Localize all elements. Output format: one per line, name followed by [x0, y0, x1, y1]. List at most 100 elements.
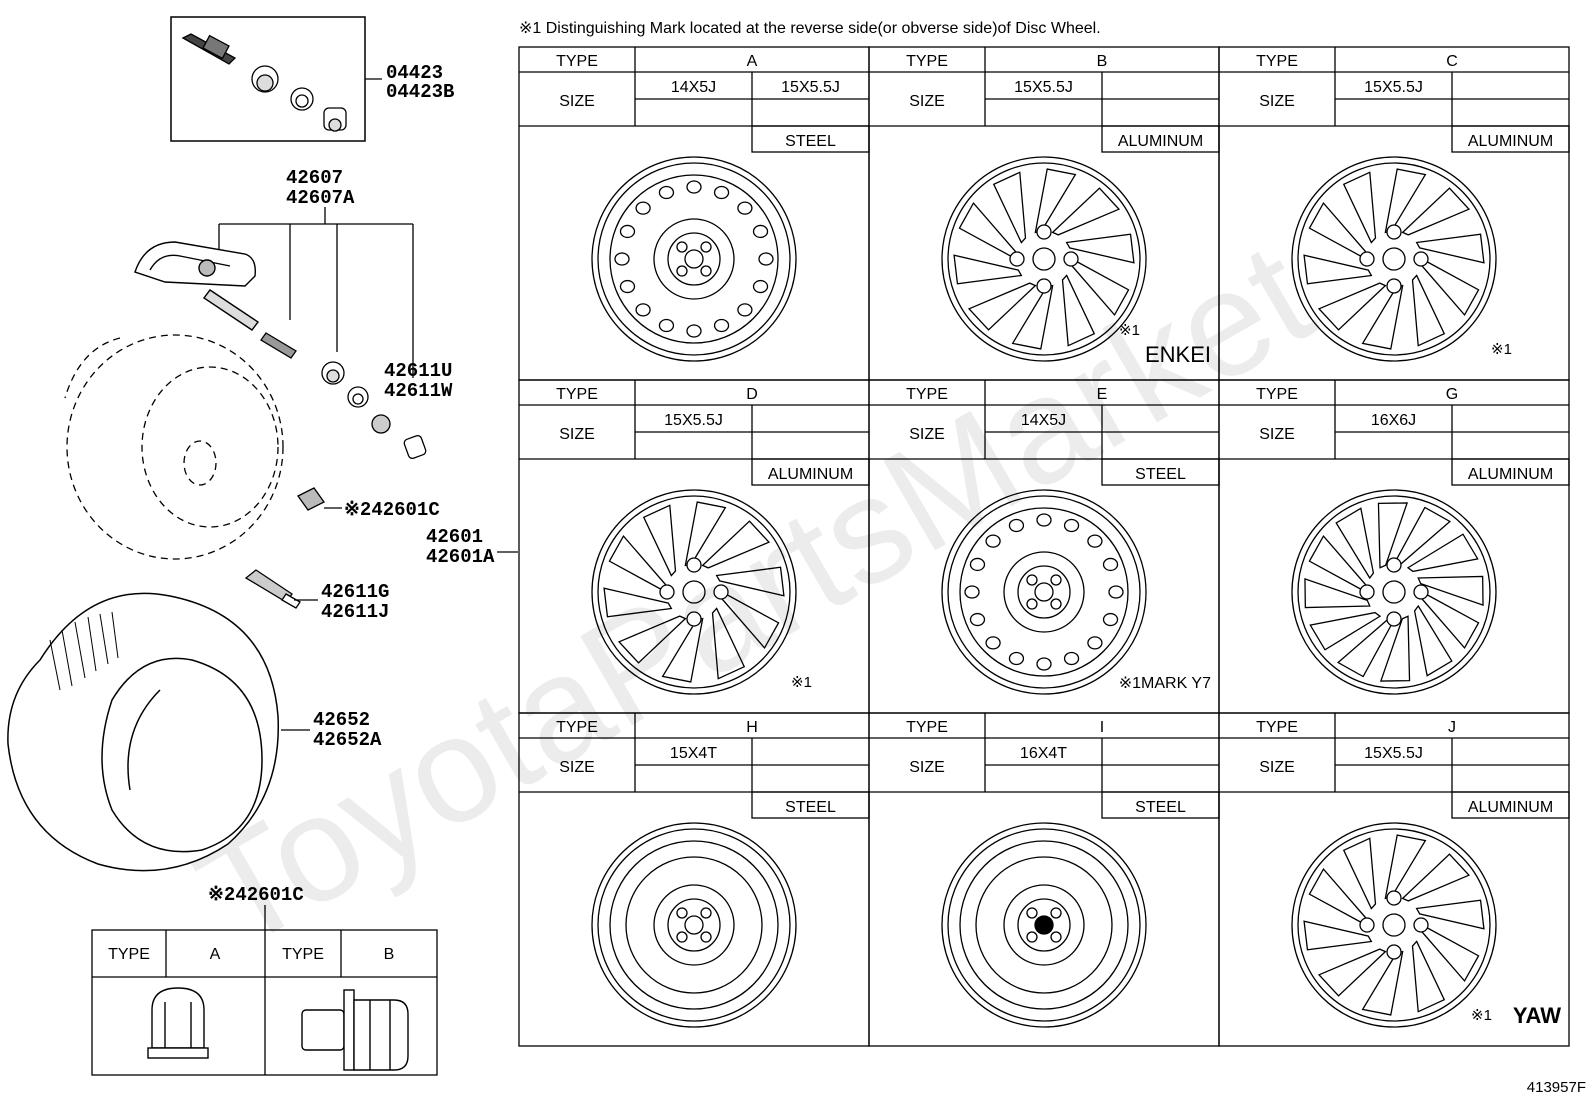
- wheel-alloy6-icon: [1291, 489, 1497, 695]
- valve-parts-icon: [260, 332, 427, 459]
- nut-type-b-icon: [301, 989, 409, 1071]
- wheel-size: 15X5.5J: [664, 412, 723, 429]
- wheel-type: I: [1100, 719, 1104, 736]
- tpms-sensor-icon: [134, 241, 260, 331]
- part-number-42652a[interactable]: 42652A: [313, 729, 382, 751]
- wheel-size: 15X5.5J: [1364, 79, 1423, 96]
- distinguishing-mark: YAW: [1513, 1003, 1561, 1028]
- valve-core-icon: [181, 33, 347, 132]
- wheel-material: ALUMINUM: [1468, 799, 1553, 816]
- size-label: SIZE: [1259, 759, 1295, 776]
- wheel-steel-icon: [941, 489, 1147, 695]
- type-label: TYPE: [906, 386, 948, 403]
- wheel-size: 15X5.5J: [1364, 745, 1423, 762]
- nut-table-type-b: B: [384, 946, 395, 963]
- wheel-size: 15X5.5J: [781, 79, 840, 96]
- size-label: SIZE: [909, 426, 945, 443]
- size-label: SIZE: [559, 426, 595, 443]
- wheel-material: ALUMINUM: [1468, 133, 1553, 150]
- size-label: SIZE: [1259, 426, 1295, 443]
- type-label: TYPE: [556, 53, 598, 70]
- part-number-42611w[interactable]: 42611W: [384, 380, 453, 402]
- wheel-material: STEEL: [1135, 466, 1186, 483]
- part-number-42601[interactable]: 42601: [426, 526, 483, 548]
- wheel-alloy5-icon: [1291, 822, 1497, 1028]
- nut-table-type-a: A: [210, 946, 221, 963]
- wheel-cell-h[interactable]: TYPE H SIZE 15X4T STEEL: [518, 712, 870, 1047]
- part-number-42611g[interactable]: 42611G: [321, 581, 389, 603]
- part-number-42611j[interactable]: 42611J: [321, 601, 389, 623]
- wheel-size: 15X5.5J: [1014, 79, 1073, 96]
- wheel-cell-a[interactable]: TYPE A SIZE 14X5J 15X5.5J STEEL: [518, 46, 870, 381]
- wheel-material: STEEL: [785, 799, 836, 816]
- part-number-42607[interactable]: 42607: [286, 167, 343, 189]
- wheel-type: G: [1446, 386, 1458, 403]
- wheel-size: 15X4T: [670, 745, 717, 762]
- wheel-material: ALUMINUM: [768, 466, 853, 483]
- nut-table-type-a-label: TYPE: [108, 946, 150, 963]
- wheel-alloy10-icon: [591, 489, 797, 695]
- wheel-type: H: [746, 719, 758, 736]
- wheel-table: TYPE A SIZE 14X5J 15X5.5J STEEL TYPE B SIZE 15X5.…: [518, 46, 1570, 1047]
- lug-nut-icon: [297, 487, 342, 511]
- wheel-material: ALUMINUM: [1118, 133, 1203, 150]
- type-label: TYPE: [1256, 719, 1298, 736]
- valve-stem-icon: [244, 569, 301, 609]
- wheel-size: 16X4T: [1020, 745, 1067, 762]
- wheel-steel-icon: [591, 156, 797, 362]
- wheel-type: D: [746, 386, 758, 403]
- wheel-material: STEEL: [1135, 799, 1186, 816]
- type-label: TYPE: [1256, 386, 1298, 403]
- wheel-cell-g[interactable]: TYPE G SIZE 16X6J ALUMINUM: [1218, 379, 1570, 714]
- type-label: TYPE: [906, 719, 948, 736]
- header-note: ※1 Distinguishing Mark located at the re…: [519, 20, 1101, 37]
- wheel-alloy10-icon: [1291, 156, 1497, 362]
- size-label: SIZE: [909, 759, 945, 776]
- distinguishing-mark: ENKEI: [1145, 342, 1211, 367]
- wheel-spare-icon: [941, 822, 1147, 1028]
- mark-prefix: ※1: [1471, 1007, 1492, 1024]
- wheel-material: ALUMINUM: [1468, 466, 1553, 483]
- tire-icon: [7, 592, 280, 872]
- wheel-outline-icon: [64, 334, 284, 560]
- mark-prefix: ※1: [1119, 322, 1140, 339]
- nut-table-title: ※242601C: [208, 884, 304, 906]
- wheel-size: 14X5J: [671, 79, 716, 96]
- wheel-spare-icon: [591, 822, 797, 1028]
- part-number-04423[interactable]: 04423: [386, 62, 443, 84]
- nut-reference[interactable]: ※242601C: [344, 499, 440, 521]
- distinguishing-mark: ※1MARK Y7: [1119, 675, 1211, 692]
- wheel-type: A: [747, 53, 758, 70]
- mark-prefix: ※1: [791, 674, 812, 691]
- part-number-42652[interactable]: 42652: [313, 709, 370, 731]
- size-label: SIZE: [559, 93, 595, 110]
- part-number-04423b[interactable]: 04423B: [386, 81, 454, 103]
- size-label: SIZE: [559, 759, 595, 776]
- type-label: TYPE: [556, 386, 598, 403]
- type-label: TYPE: [906, 53, 948, 70]
- part-number-42607a[interactable]: 42607A: [286, 187, 355, 209]
- mark-prefix: ※1: [1491, 341, 1512, 358]
- wheel-cell-i[interactable]: TYPE I SIZE 16X4T STEEL: [868, 712, 1220, 1047]
- type-label: TYPE: [556, 719, 598, 736]
- nut-table-type-b-label: TYPE: [282, 946, 324, 963]
- wheel-material: STEEL: [785, 133, 836, 150]
- wheel-type: B: [1097, 53, 1108, 70]
- wheel-cell-j[interactable]: TYPE J SIZE 15X5.5J ALUMINUM ※1 YAW: [1218, 712, 1570, 1047]
- part-number-42611u[interactable]: 42611U: [384, 360, 452, 382]
- nut-type-a-icon: [147, 987, 209, 1059]
- wheel-size: 16X6J: [1371, 412, 1416, 429]
- nut-table: [91, 929, 438, 1076]
- type-label: TYPE: [1256, 53, 1298, 70]
- size-label: SIZE: [1259, 93, 1295, 110]
- diagram-id: 413957F: [1527, 1079, 1586, 1096]
- wheel-type: C: [1446, 53, 1458, 70]
- wheel-alloy10-icon: [941, 156, 1147, 362]
- size-label: SIZE: [909, 93, 945, 110]
- wheel-type: J: [1448, 719, 1456, 736]
- part-number-42601a[interactable]: 42601A: [426, 546, 495, 568]
- wheel-type: E: [1097, 386, 1108, 403]
